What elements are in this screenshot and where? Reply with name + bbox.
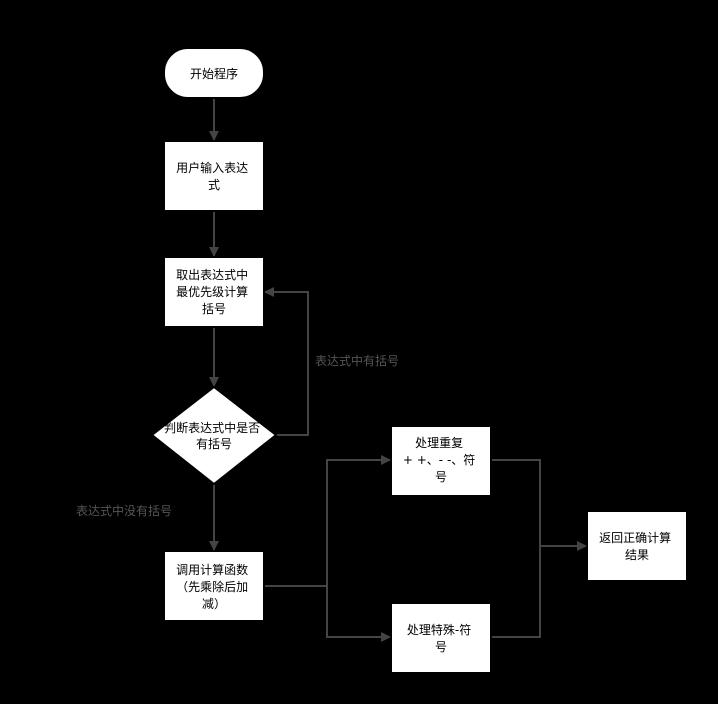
input-node-label: 用户输入表达 式 <box>176 160 252 192</box>
compute-node: 调用计算函数 （先乘除后加 减） <box>163 550 265 622</box>
result-node-label: 返回正确计算 结果 <box>599 530 675 562</box>
start-node-label: 开始程序 <box>190 66 238 81</box>
edge-special-to-merge <box>491 546 541 638</box>
decision-node: 判断表达式中是否 有括号 <box>150 385 278 486</box>
edge-decision-loop-back <box>264 287 309 436</box>
special-minus-node: 处理特殊-符 号 <box>390 602 492 674</box>
edges <box>209 98 587 642</box>
edge-label-has-parens: 表达式中有括号 <box>315 353 399 368</box>
edge-split-to-special <box>326 586 391 642</box>
special-minus-node-label: 处理特殊-符 号 <box>407 622 475 654</box>
extract-node: 取出表达式中 最优先级计算 括号 <box>163 256 265 328</box>
repeat-ops-node: 处理重复 + +、- -、符 号 <box>390 425 492 497</box>
extract-node-label: 取出表达式中 最优先级计算 括号 <box>176 267 252 316</box>
result-node: 返回正确计算 结果 <box>586 510 688 582</box>
repeat-ops-node-label: 处理重复 + +、- -、符 号 <box>403 436 479 484</box>
edge-label-no-parens: 表达式中没有括号 <box>76 503 172 518</box>
edge-repeat-to-merge <box>491 459 541 546</box>
input-node: 用户输入表达 式 <box>163 140 265 212</box>
edge-split-to-repeat <box>326 455 391 586</box>
decision-node-label: 判断表达式中是否 有括号 <box>164 420 264 451</box>
start-node: 开始程序 <box>163 47 265 99</box>
compute-node-label: 调用计算函数 （先乘除后加 减） <box>176 562 252 611</box>
